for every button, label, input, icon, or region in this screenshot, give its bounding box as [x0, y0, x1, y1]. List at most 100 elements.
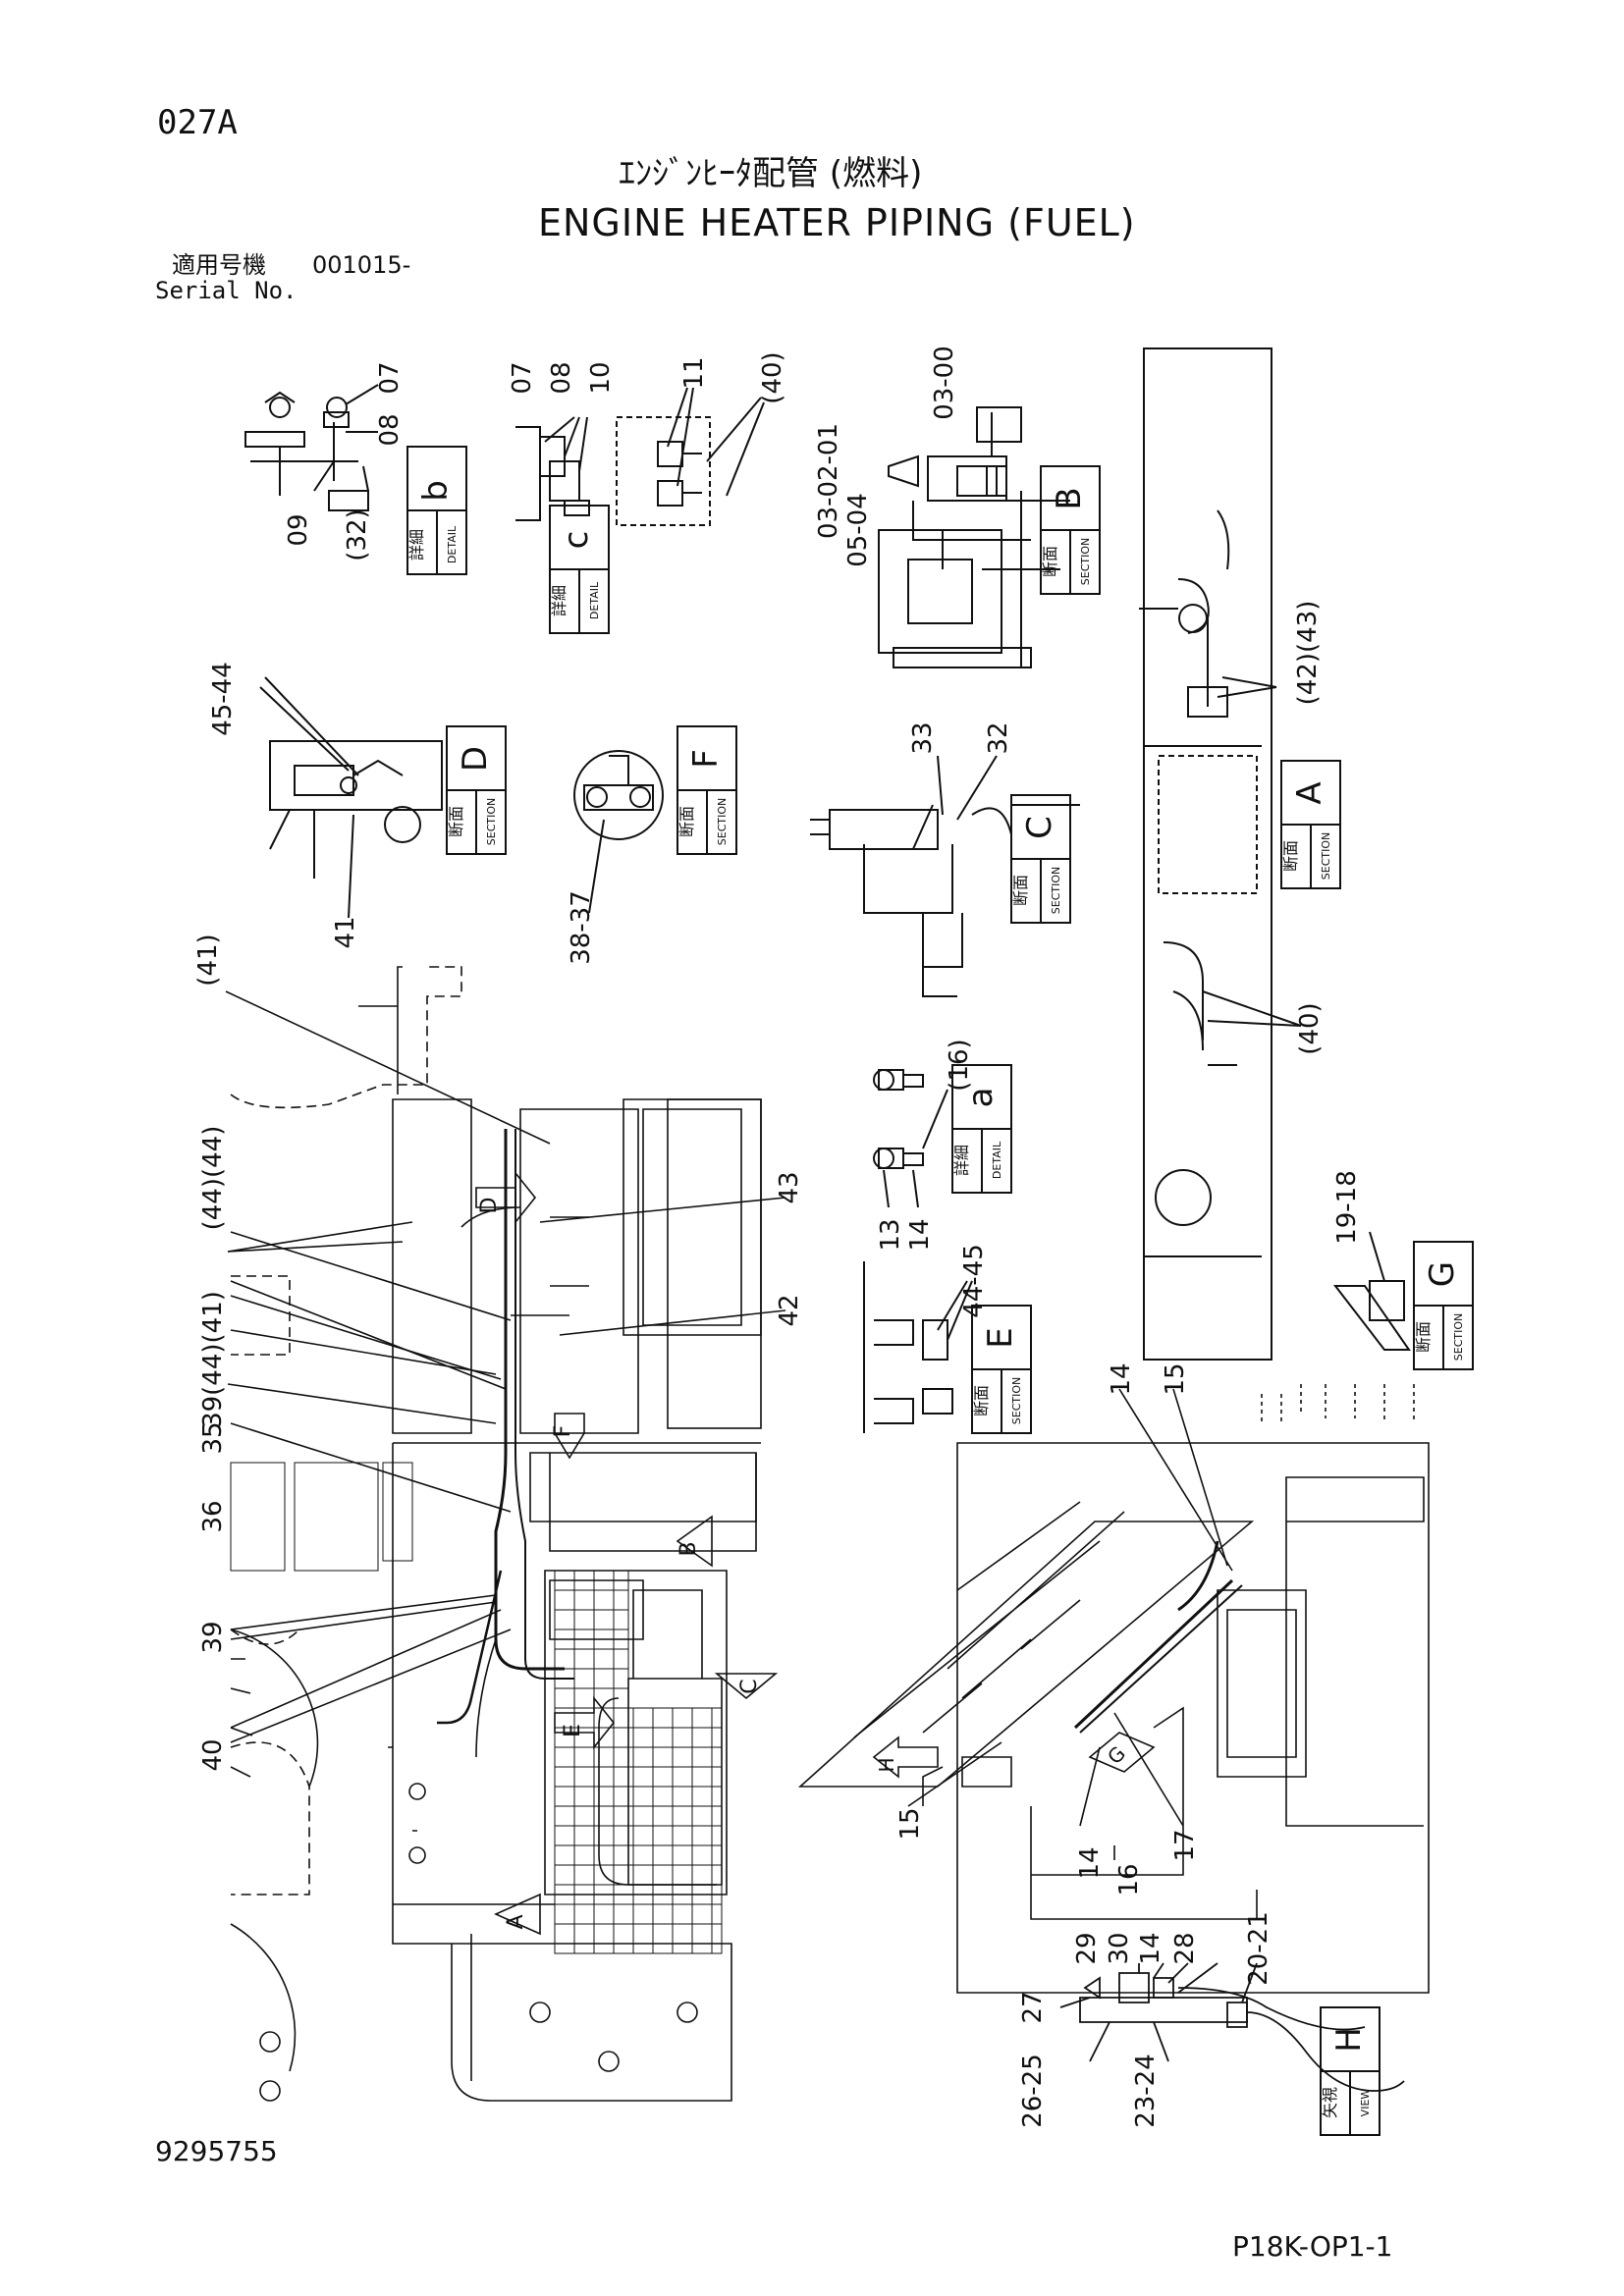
tag-en-section-E: SECTION — [1010, 1377, 1023, 1424]
detail-c-tag — [549, 505, 610, 634]
callout-main-43: 43 — [775, 1171, 804, 1203]
callout-view-15-bottom: 15 — [895, 1807, 925, 1840]
tag-letter-b: b — [416, 480, 456, 502]
tag-en-section-B: SECTION — [1079, 538, 1092, 585]
callout-sec-g-19-18: 19-18 — [1332, 1170, 1362, 1245]
callout-view-14-bottom: 14 — [1075, 1846, 1105, 1879]
tag-letter-B: B — [1050, 487, 1089, 509]
serial-number-value: 001015- — [312, 251, 411, 279]
callout-main-41: (41) — [193, 934, 223, 986]
callout-view-16: 16 — [1114, 1863, 1144, 1896]
serial-label: Serial No. — [155, 277, 298, 304]
section-a-tag — [1280, 760, 1341, 889]
callout-det-c-10: 10 — [586, 361, 616, 394]
tag-jp-section-A: 断面 — [1281, 840, 1300, 872]
document-number: 9295755 — [155, 2135, 278, 2167]
callouts: 07 08 09 (32) 07 08 10 11 (40) 03-00 03-… — [193, 346, 1362, 2128]
detail-a-tag — [951, 1064, 1012, 1194]
callout-main-42: 42 — [775, 1294, 804, 1326]
tag-jp-detail-b: 詳細 — [407, 529, 426, 561]
main-plan-view — [225, 966, 786, 2102]
section-d-drawing — [259, 676, 443, 919]
callout-det-b-09: 09 — [284, 513, 313, 546]
callout-det-a-14: 14 — [905, 1218, 935, 1251]
view-h-tag — [1320, 2006, 1380, 2136]
tag-jp-section-C: 断面 — [1011, 875, 1030, 906]
arrow-letter-D: D — [477, 1198, 502, 1214]
callout-det-a-13: 13 — [876, 1218, 905, 1251]
callout-view-h-20-21: 20-21 — [1244, 1911, 1273, 1986]
tag-letter-C: C — [1020, 816, 1059, 839]
tag-jp-section-E: 断面 — [972, 1385, 991, 1416]
detail-a-drawing — [873, 1069, 948, 1208]
callout-main-35: 35 — [198, 1421, 228, 1454]
tag-letter-H: H — [1329, 2027, 1369, 2053]
page-code: 027A — [157, 103, 238, 142]
title-japanese: ｴﾝｼﾞﾝﾋｰﾀ配管 (燃料) — [619, 154, 923, 193]
tag-en-section-C: SECTION — [1050, 867, 1062, 914]
sheet-reference: P18K-OP1-1 — [1232, 2230, 1393, 2263]
arrow-letter-A: A — [504, 1914, 528, 1929]
detail-c-right-drawing — [616, 387, 765, 526]
section-f-drawing — [573, 750, 664, 914]
callout-det-b-32: (32) — [343, 508, 372, 561]
callout-det-b-07: 07 — [375, 361, 405, 394]
tag-en-detail-a: DETAIL — [991, 1141, 1003, 1179]
tag-jp-view-H: 矢視 — [1321, 2087, 1339, 2118]
callout-sec-a-40: (40) — [1295, 1002, 1325, 1054]
detail-b-tag — [406, 446, 467, 575]
page-title: ENGINE HEATER PIPING (FUEL) — [538, 201, 1136, 244]
callout-sec-a-42-43: (42)(43) — [1293, 601, 1323, 706]
callout-det-c-40: (40) — [758, 351, 787, 403]
serial-label-japanese: 適用号機 — [172, 251, 266, 279]
callout-det-a-16: (16) — [945, 1039, 974, 1091]
section-g-tag — [1413, 1241, 1474, 1370]
view-h-drawing — [1059, 1962, 1405, 2092]
callout-sec-b-03-02-01: 03-02-01 — [814, 423, 843, 539]
tag-letter-F: F — [686, 749, 726, 769]
arrow-letter-F: F — [551, 1425, 575, 1438]
callout-det-c-11: 11 — [679, 356, 709, 389]
tag-jp-detail-a: 詳細 — [952, 1145, 971, 1176]
callout-sec-d-45-44: 45-44 — [208, 662, 238, 736]
tag-en-section-F: SECTION — [716, 798, 729, 845]
tag-jp-detail-c: 詳細 — [550, 585, 568, 616]
callout-sec-b-05-04: 05-04 — [843, 493, 873, 567]
tag-letter-c: c — [557, 531, 596, 550]
tag-en-section-D: SECTION — [485, 798, 498, 845]
arrow-letter-H: H — [875, 1757, 898, 1772]
callout-sec-b-03-00: 03-00 — [930, 346, 959, 420]
isometric-view — [797, 1384, 1430, 1994]
callout-view-h-28: 28 — [1170, 1932, 1200, 1964]
tag-letter-G: G — [1423, 1261, 1462, 1287]
tag-en-section-A: SECTION — [1320, 832, 1332, 880]
callout-view-h-14: 14 — [1136, 1932, 1165, 1964]
tag-jp-section-G: 断面 — [1414, 1321, 1433, 1353]
callout-main-39-44-41: 39(44)(41) — [198, 1291, 228, 1428]
callout-main-40: 40 — [198, 1738, 228, 1771]
section-e-tag — [971, 1305, 1032, 1434]
tag-letter-D: D — [456, 746, 495, 772]
callout-sec-d-41: 41 — [331, 916, 360, 948]
tag-en-detail-c: DETAIL — [588, 581, 601, 619]
callout-view-h-23-24: 23-24 — [1131, 2054, 1161, 2128]
detail-c-drawing — [515, 416, 590, 521]
callout-view-15-top: 15 — [1161, 1362, 1190, 1395]
radiator-grid — [554, 1570, 723, 1954]
tag-jp-section-B: 断面 — [1041, 546, 1059, 577]
callout-main-36: 36 — [198, 1500, 228, 1532]
arrow-letter-E: E — [561, 1724, 585, 1737]
callout-main-39: 39 — [198, 1621, 228, 1653]
tag-en-section-G: SECTION — [1452, 1313, 1465, 1361]
callout-det-b-08: 08 — [375, 413, 405, 446]
tag-letter-E: E — [981, 1327, 1020, 1348]
detail-b-drawing — [244, 384, 379, 511]
tag-labels: b 詳細 DETAIL c 詳細 DETAIL B 断面 SECTION A 断… — [407, 480, 1465, 2118]
tag-jp-section-F: 断面 — [677, 806, 696, 837]
section-d-tag — [446, 725, 507, 855]
section-e-drawing — [863, 1261, 973, 1433]
callout-sec-c-33: 33 — [908, 721, 938, 754]
callout-view-14-top: 14 — [1107, 1362, 1136, 1395]
callout-view-h-27: 27 — [1018, 1991, 1048, 2023]
tag-jp-section-D: 断面 — [447, 806, 465, 837]
